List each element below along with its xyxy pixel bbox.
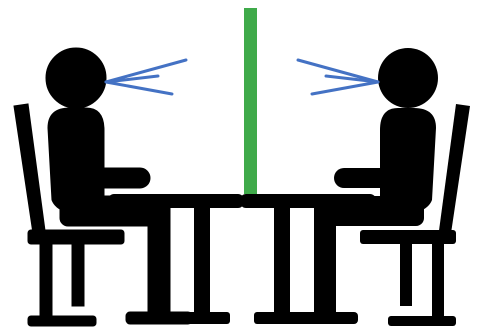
left-chair-leg-front	[40, 244, 52, 324]
divider-partition	[244, 8, 257, 194]
right-person-shin	[314, 212, 336, 318]
left-table-top	[108, 194, 244, 208]
left-person-figure	[14, 48, 192, 326]
right-chair-leg-front	[432, 244, 444, 324]
left-chair-leg-back	[72, 244, 84, 306]
right-person-figure	[292, 48, 470, 326]
right-chair-seat	[360, 230, 456, 244]
left-gaze-lines	[106, 60, 186, 94]
left-person-shin	[148, 212, 170, 318]
left-person-arm	[66, 168, 150, 188]
right-person-head	[378, 48, 438, 108]
left-chair-seat	[28, 230, 124, 244]
right-person-arm	[334, 168, 418, 188]
right-gaze-lines	[298, 60, 378, 94]
right-table-top	[240, 194, 376, 208]
right-table-base	[254, 312, 310, 324]
right-chair-leg-back	[400, 244, 412, 306]
left-person-head	[46, 48, 106, 108]
right-gaze-line-lower	[312, 82, 378, 94]
left-chair-foot	[28, 316, 96, 326]
left-chair-back	[14, 104, 46, 240]
right-chair-foot	[388, 316, 456, 326]
left-gaze-line-lower	[106, 82, 172, 94]
right-chair-back	[438, 104, 470, 240]
right-table-leg	[274, 206, 290, 320]
left-table-base	[174, 312, 230, 324]
left-table-leg	[194, 206, 210, 320]
